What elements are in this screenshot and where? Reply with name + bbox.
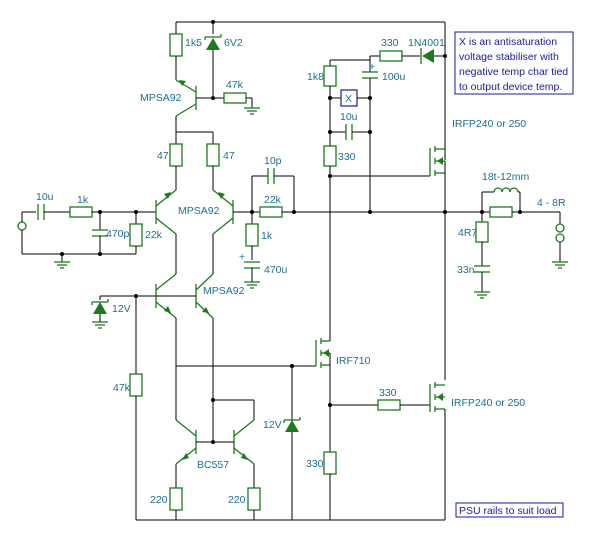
label-mpsa92-top: MPSA92: [140, 92, 182, 104]
label-mpsa92-diff: MPSA92: [178, 205, 220, 217]
label-1k5: 1k5: [185, 37, 202, 49]
label-x: X: [345, 93, 352, 105]
label-330-mid: 330: [379, 387, 397, 399]
label-33n: 33n: [457, 264, 475, 276]
label-10u-input: 10u: [36, 191, 54, 203]
capacitor-470u: +: [239, 251, 260, 269]
label-1n4001: 1N4001: [408, 37, 445, 49]
label-1k8: 1k8: [307, 71, 324, 83]
label-22k-feedback: 22k: [264, 194, 282, 206]
note-box: [454, 31, 574, 95]
psu-note-box: [455, 502, 564, 518]
mosfet-irfp-bottom: [429, 382, 445, 412]
resistor-1k8: [323, 65, 337, 87]
label-load: 4 - 8R: [537, 197, 566, 209]
resistor-47-left: [169, 143, 183, 167]
label-4r7: 4R7: [458, 227, 477, 239]
label-12v-left: 12V: [112, 303, 131, 315]
mosfet-irf710: [315, 338, 330, 368]
input-terminal: [17, 221, 27, 231]
label-330-bottom: 330: [306, 458, 324, 470]
label-47-right: 47: [223, 150, 235, 162]
zener-6v2: [204, 34, 222, 50]
label-1k-input: 1k: [77, 194, 89, 206]
mosfet-irfp-top: [429, 146, 445, 176]
ground-symbol-load: [552, 261, 568, 269]
transistor-bc557-right: [233, 419, 255, 465]
label-220-right: 220: [228, 494, 246, 506]
resistor-330-bottom: [323, 451, 337, 475]
label-irfp-bottom: IRFP240 or 250: [451, 397, 525, 409]
note-line-4: to output device temp.: [459, 81, 562, 93]
resistor-330-top: [379, 50, 403, 62]
capacitor-100u: +: [362, 61, 378, 79]
output-terminal: [555, 223, 565, 233]
label-1k-feedback: 1k: [261, 230, 273, 242]
capacitor-33n: [474, 265, 490, 273]
resistor-22k-feedback: [259, 206, 283, 218]
transistor-mpsa92-mirror-left: [155, 273, 177, 319]
resistor-4r7: [475, 221, 489, 243]
ground-symbol-output: [474, 291, 490, 299]
transistor-mpsa92-top: [175, 79, 197, 117]
label-47-left: 47: [157, 150, 169, 162]
label-47k-top: 47k: [226, 79, 244, 91]
label-12v-right: 12V: [263, 419, 282, 431]
label-22k-left: 22k: [145, 229, 163, 241]
resistor-220-right: [247, 487, 261, 511]
resistor-47k-left: [129, 373, 143, 397]
capacitor-10p: [267, 168, 275, 184]
psu-note: PSU rails to suit load: [459, 505, 557, 517]
label-inductor: 18t-12mm: [482, 171, 530, 183]
label-470u: 470u: [264, 264, 288, 276]
svg-text:+: +: [239, 251, 245, 263]
label-330-x: 330: [338, 151, 356, 163]
capacitor-10u-input: [37, 204, 45, 220]
resistor-220-left: [169, 487, 183, 511]
label-irfp-top: IRFP240 or 250: [452, 118, 526, 130]
resistor-330-x: [323, 145, 337, 167]
label-47k-left: 47k: [113, 382, 131, 394]
label-mpsa92-mirror: MPSA92: [203, 285, 245, 297]
resistor-1k-feedback: [245, 223, 259, 247]
ground-symbol-feedback: [244, 281, 260, 289]
label-10u-x: 10u: [340, 111, 358, 123]
output-terminal-return: [555, 233, 565, 243]
label-irf710: IRF710: [336, 355, 371, 367]
resistor-22k-left: [129, 223, 143, 247]
label-100u: 100u: [382, 71, 406, 83]
ground-symbol-input: [54, 261, 70, 269]
capacitor-10u-x: [345, 124, 353, 140]
svg-text:+: +: [369, 61, 375, 73]
resistor-1k-input: [69, 206, 93, 218]
zener-12v-right: [283, 417, 301, 432]
diode-1n4001: [420, 48, 434, 64]
transistor-mpsa92-diff-left: [155, 189, 177, 235]
transistor-mpsa92-mirror-right: [195, 273, 214, 319]
note-line-2: voltage stabiliser with: [459, 51, 559, 63]
inductor-18t-12mm: [493, 187, 519, 193]
ground-symbol-top: [244, 107, 260, 115]
note-line-3: negative temp char tied: [459, 66, 568, 78]
resistor-330-mid: [377, 399, 401, 411]
label-330-top: 330: [381, 37, 399, 49]
label-bc557: BC557: [197, 459, 229, 471]
transistor-bc557-left: [175, 419, 197, 465]
label-220-left: 220: [150, 494, 168, 506]
label-10p: 10p: [264, 155, 282, 167]
resistor-1k5: [169, 33, 183, 57]
label-470p: 470p: [106, 228, 130, 240]
ground-symbol-zener: [92, 321, 108, 329]
resistor-output-series: [489, 206, 513, 218]
resistor-47k-top: [223, 92, 247, 104]
resistor-47-right: [206, 143, 220, 167]
zener-12v-left: [91, 299, 109, 314]
label-6v2: 6V2: [224, 37, 243, 49]
note-line-1: X is an antisaturation: [459, 36, 557, 48]
